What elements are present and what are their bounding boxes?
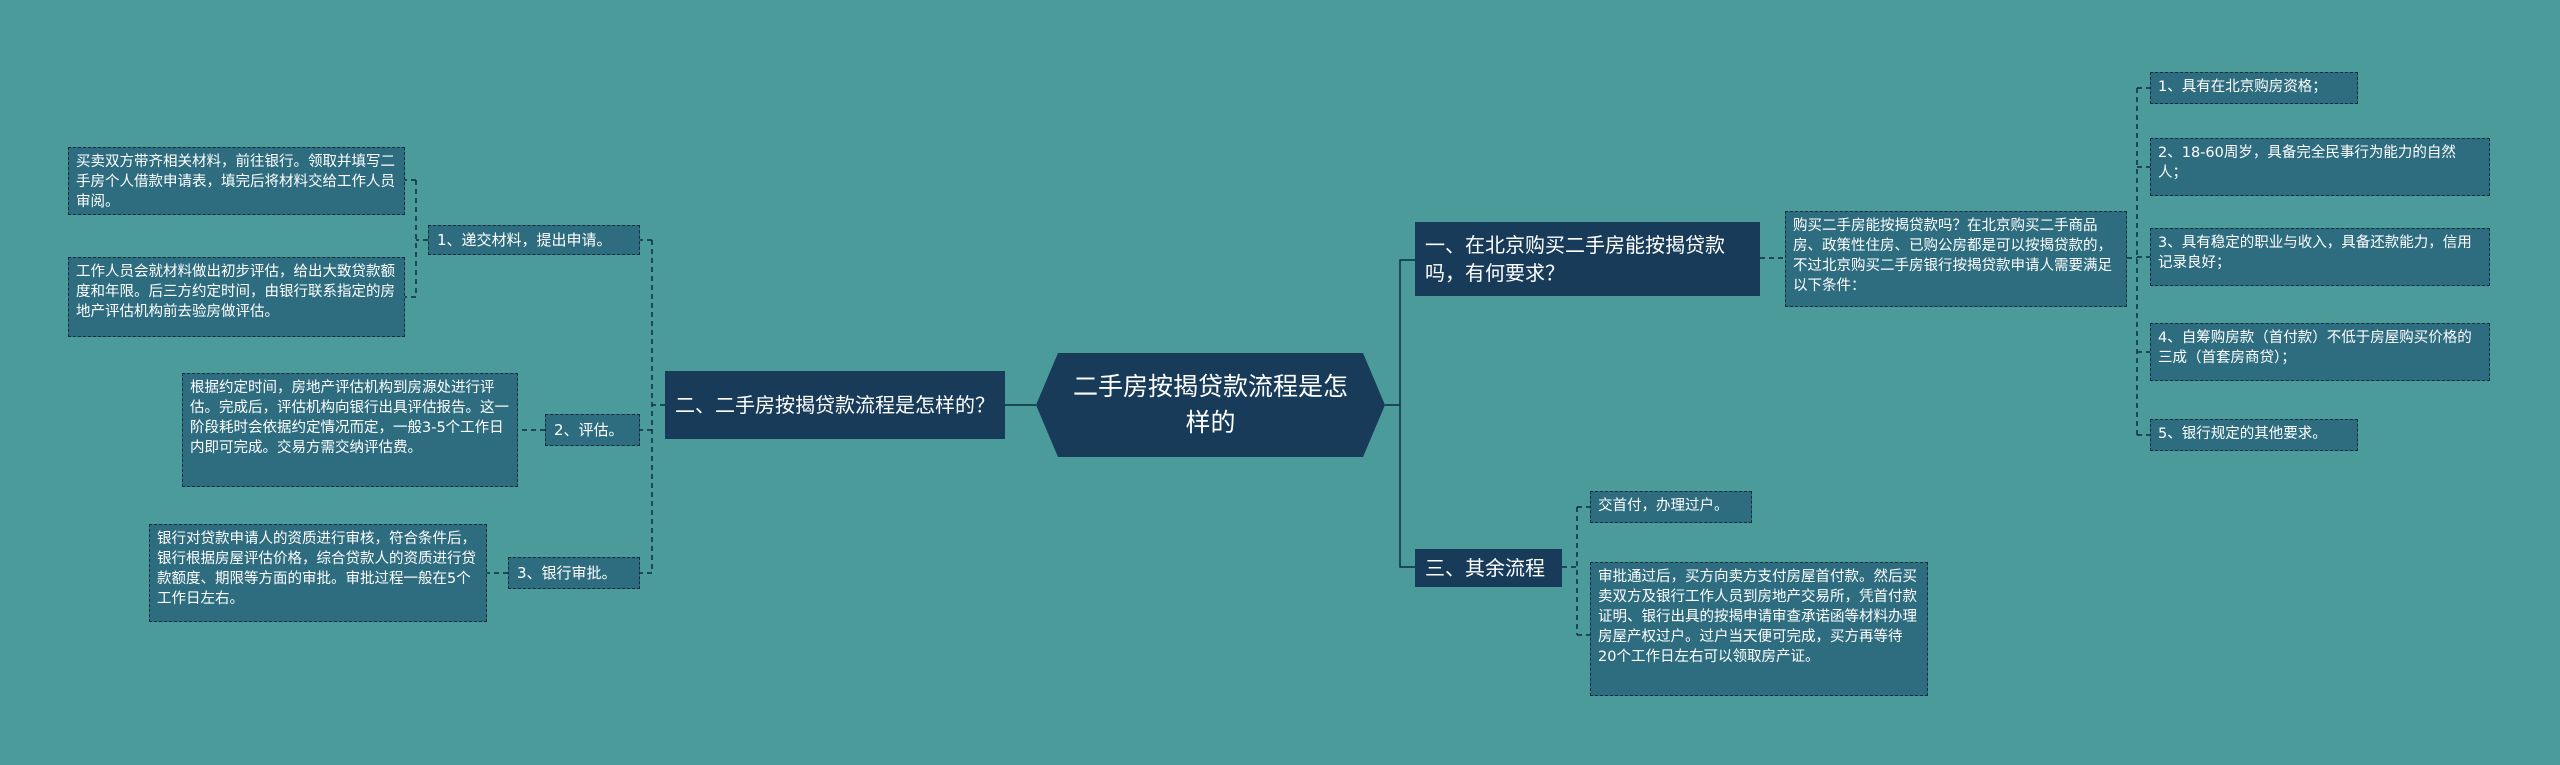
detail-bank-approval[interactable]: 银行对贷款申请人的资质进行审核，符合条件后，银行根据房屋评估价格，综合贷款人的资… bbox=[149, 524, 487, 622]
branch-loan-process[interactable]: 二、二手房按揭贷款流程是怎样的？ bbox=[665, 371, 1005, 439]
detail-submit-1[interactable]: 买卖双方带齐相关材料，前往银行。领取并填写二手房个人借款申请表，填完后将材料交给… bbox=[68, 147, 405, 215]
item-down-payment[interactable]: 交首付，办理过户。 bbox=[1590, 491, 1752, 523]
condition-4[interactable]: 4、自筹购房款（首付款）不低于房屋购买价格的三成（首套房商贷）； bbox=[2150, 323, 2490, 381]
item-transfer-details[interactable]: 审批通过后，买方向卖方支付房屋首付款。然后买卖双方及银行工作人员到房地产交易所，… bbox=[1590, 562, 1928, 696]
condition-2[interactable]: 2、18-60周岁，具备完全民事行为能力的自然人； bbox=[2150, 138, 2490, 196]
detail-appraisal[interactable]: 根据约定时间，房地产评估机构到房源处进行评估。完成后，评估机构向银行出具评估报告… bbox=[182, 373, 518, 487]
branch-beijing-requirements[interactable]: 一、在北京购买二手房能按揭贷款吗，有何要求？ bbox=[1415, 222, 1760, 296]
step-submit-materials[interactable]: 1、递交材料，提出申请。 bbox=[428, 225, 640, 255]
branch-other-process[interactable]: 三、其余流程 bbox=[1415, 549, 1562, 587]
step-appraisal[interactable]: 2、评估。 bbox=[545, 414, 640, 446]
condition-3[interactable]: 3、具有稳定的职业与收入，具备还款能力，信用记录良好； bbox=[2150, 228, 2490, 286]
requirements-intro[interactable]: 购买二手房能按揭贷款吗？在北京购买二手商品房、政策性住房、已购公房都是可以按揭贷… bbox=[1785, 211, 2127, 307]
step-bank-approval[interactable]: 3、银行审批。 bbox=[508, 557, 640, 589]
condition-1[interactable]: 1、具有在北京购房资格； bbox=[2150, 72, 2358, 104]
condition-5[interactable]: 5、银行规定的其他要求。 bbox=[2150, 419, 2358, 451]
root-topic[interactable]: 二手房按揭贷款流程是怎样的 bbox=[1036, 353, 1385, 457]
detail-submit-2[interactable]: 工作人员会就材料做出初步评估，给出大致贷款额度和年限。后三方约定时间，由银行联系… bbox=[68, 257, 405, 337]
